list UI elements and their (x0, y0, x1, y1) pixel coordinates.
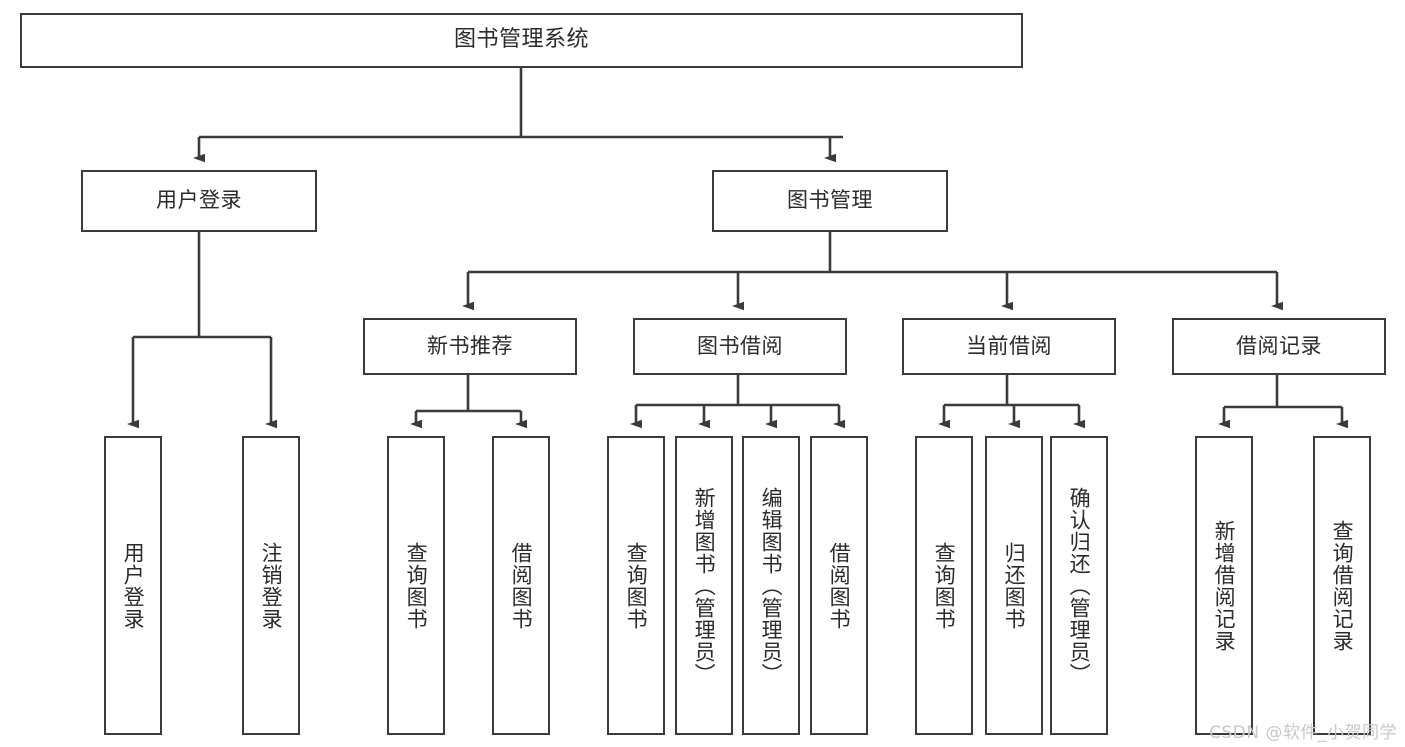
node-root-label: 图书管理系统 (453, 27, 589, 53)
node-new-book-recommend-label: 新书推荐 (427, 333, 513, 358)
node-book-borrow-label: 图书借阅 (697, 333, 783, 358)
leaf-user-login-signout[interactable]: 注销登录 (242, 436, 300, 735)
leaf-borrow-query-book[interactable]: 查询图书 (607, 436, 665, 735)
leaf-record-query[interactable]: 查询借阅记录 (1313, 436, 1371, 735)
node-root[interactable]: 图书管理系统 (20, 13, 1023, 68)
csdn-watermark: CSDN @软件_小贺同学 (1209, 723, 1397, 743)
leaf-label: 用户登录 (121, 541, 145, 630)
leaf-label: 借阅图书 (827, 541, 851, 630)
leaf-new-book-query[interactable]: 查询图书 (387, 436, 445, 735)
leaf-current-confirm-return[interactable]: 确认归还（管理员） (1050, 436, 1108, 735)
leaf-label: 查询图书 (932, 541, 956, 630)
node-borrow-record[interactable]: 借阅记录 (1172, 318, 1386, 375)
node-book-management-label: 图书管理 (787, 188, 873, 213)
leaf-borrow-edit-book[interactable]: 编辑图书（管理员） (742, 436, 800, 735)
node-new-book-recommend[interactable]: 新书推荐 (363, 318, 577, 375)
leaf-current-return-book[interactable]: 归还图书 (985, 436, 1043, 735)
node-borrow-record-label: 借阅记录 (1236, 333, 1322, 358)
leaf-label: 查询图书 (404, 541, 428, 630)
leaf-label: 新增图书（管理员） (692, 486, 716, 685)
leaf-label: 确认归还（管理员） (1067, 486, 1091, 685)
node-book-borrow[interactable]: 图书借阅 (633, 318, 847, 375)
node-book-management[interactable]: 图书管理 (712, 170, 948, 232)
leaf-borrow-borrow-book[interactable]: 借阅图书 (810, 436, 868, 735)
leaf-label: 归还图书 (1002, 541, 1026, 630)
leaf-current-query-book[interactable]: 查询图书 (915, 436, 973, 735)
leaf-label: 编辑图书（管理员） (759, 486, 783, 685)
leaf-new-book-borrow[interactable]: 借阅图书 (492, 436, 550, 735)
node-user-login-label: 用户登录 (156, 188, 242, 213)
leaf-borrow-add-book[interactable]: 新增图书（管理员） (675, 436, 733, 735)
node-current-borrow[interactable]: 当前借阅 (902, 318, 1116, 375)
leaf-label: 查询借阅记录 (1330, 519, 1354, 652)
leaf-label: 借阅图书 (509, 541, 533, 630)
node-current-borrow-label: 当前借阅 (966, 333, 1052, 358)
leaf-label: 注销登录 (259, 541, 283, 630)
leaf-user-login-signin[interactable]: 用户登录 (104, 436, 162, 735)
node-user-login[interactable]: 用户登录 (81, 170, 317, 232)
leaf-record-add[interactable]: 新增借阅记录 (1195, 436, 1253, 735)
leaf-label: 新增借阅记录 (1212, 519, 1236, 652)
leaf-label: 查询图书 (624, 541, 648, 630)
